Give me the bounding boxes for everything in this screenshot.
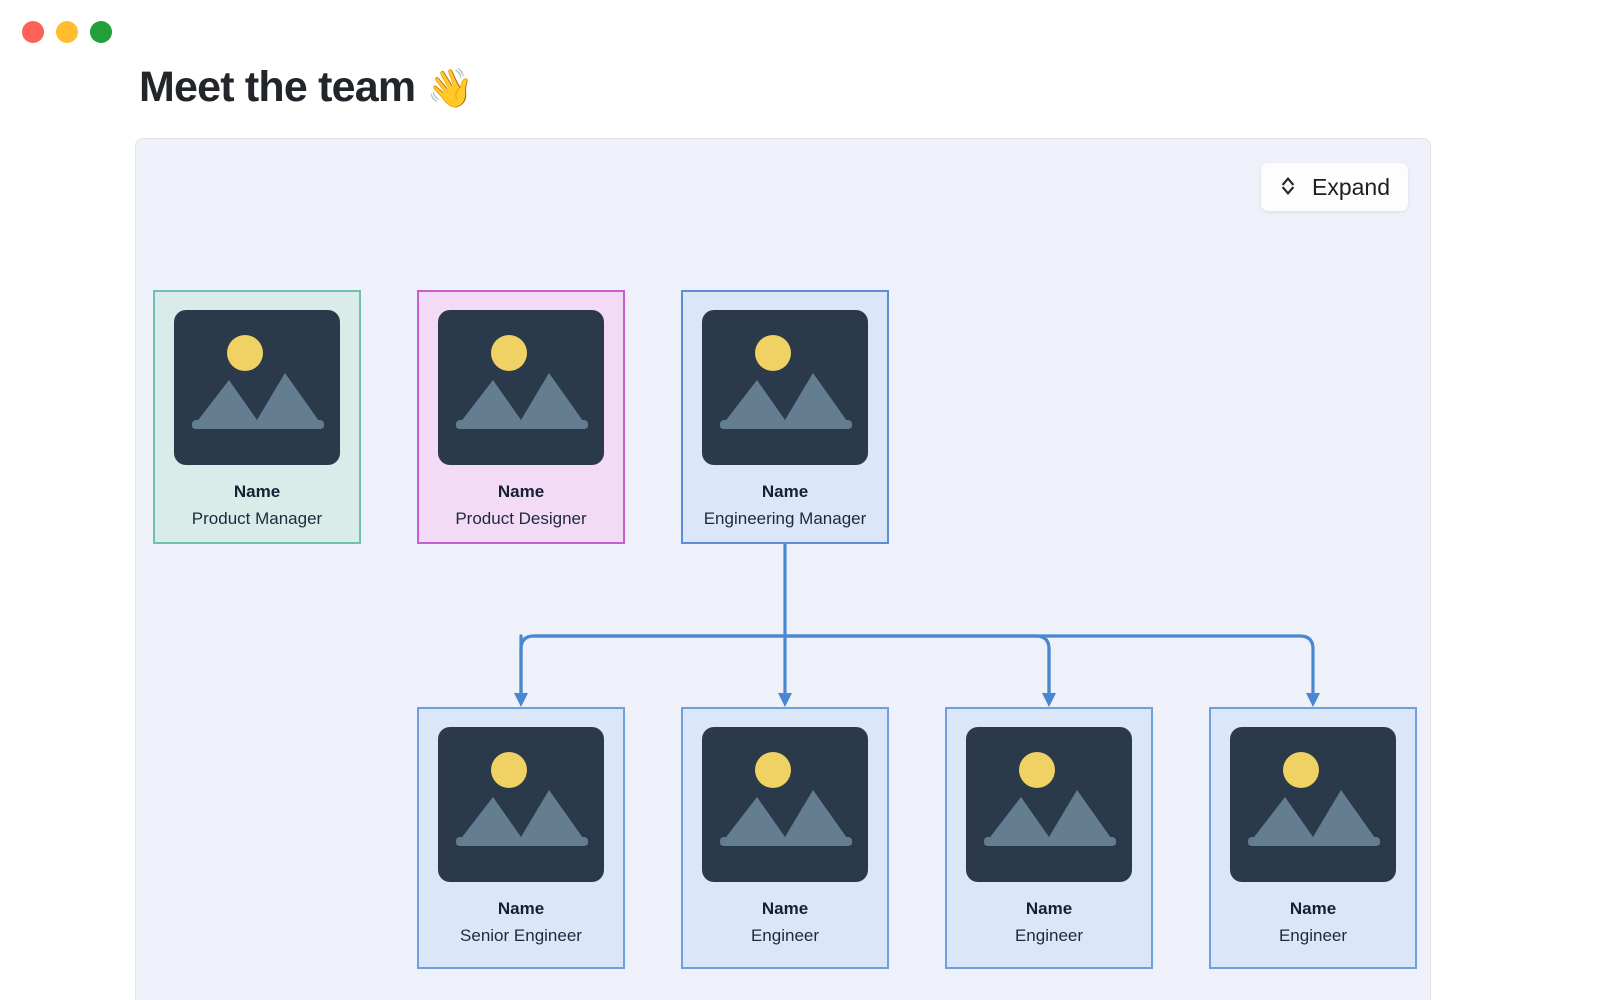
- person-role: Engineering Manager: [703, 508, 867, 528]
- image-placeholder-icon: [438, 310, 604, 465]
- chevron-expand-icon: [1275, 173, 1301, 202]
- arrowheads: [514, 693, 1320, 707]
- edge-to-e3: [532, 634, 1315, 696]
- edge-bus-outer: [519, 634, 1051, 696]
- person-name: Name: [497, 899, 545, 918]
- traffic-lights: [22, 21, 112, 43]
- person-name: Name: [497, 482, 545, 501]
- org-node-senior-engineer[interactable]: Name Senior Engineer: [417, 707, 625, 969]
- org-node-engineer-1[interactable]: Name Engineer: [681, 707, 889, 969]
- person-name: Name: [1289, 899, 1337, 918]
- org-chart-canvas[interactable]: Expand: [135, 138, 1431, 1000]
- arrowhead-e3: [1306, 693, 1320, 707]
- title-bar: [0, 0, 1600, 60]
- person-role: Senior Engineer: [460, 925, 582, 945]
- person-role: Engineer: [1278, 925, 1348, 945]
- image-placeholder-icon: [702, 727, 868, 882]
- maximize-window-button[interactable]: [90, 21, 112, 43]
- person-role: Product Manager: [191, 508, 323, 528]
- org-node-product-manager[interactable]: Name Product Manager: [153, 290, 361, 544]
- person-role: Engineer: [1014, 925, 1084, 945]
- org-node-product-designer[interactable]: Name Product Designer: [417, 290, 625, 544]
- arrowhead-e2: [1042, 693, 1056, 707]
- arrowhead-e1: [778, 693, 792, 707]
- person-name: Name: [761, 899, 809, 918]
- arrowhead-se: [514, 693, 528, 707]
- close-window-button[interactable]: [22, 21, 44, 43]
- person-name: Name: [761, 482, 809, 501]
- image-placeholder-icon: [438, 727, 604, 882]
- image-placeholder-icon: [174, 310, 340, 465]
- page-title: Meet the team 👋: [139, 62, 474, 114]
- person-role: Product Designer: [455, 508, 587, 528]
- org-node-engineer-3[interactable]: Name Engineer: [1209, 707, 1417, 969]
- org-node-engineer-2[interactable]: Name Engineer: [945, 707, 1153, 969]
- image-placeholder-icon: [1230, 727, 1396, 882]
- expand-button-label: Expand: [1311, 173, 1390, 200]
- minimize-window-button[interactable]: [56, 21, 78, 43]
- person-name: Name: [233, 482, 281, 501]
- person-role: Engineer: [750, 925, 820, 945]
- org-node-engineering-manager[interactable]: Name Engineering Manager: [681, 290, 889, 544]
- expand-button[interactable]: Expand: [1260, 163, 1408, 211]
- image-placeholder-icon: [702, 310, 868, 465]
- page-title-text: Meet the team: [139, 63, 416, 111]
- image-placeholder-icon: [966, 727, 1132, 882]
- person-name: Name: [1025, 899, 1073, 918]
- waving-hand-icon: 👋: [426, 68, 474, 110]
